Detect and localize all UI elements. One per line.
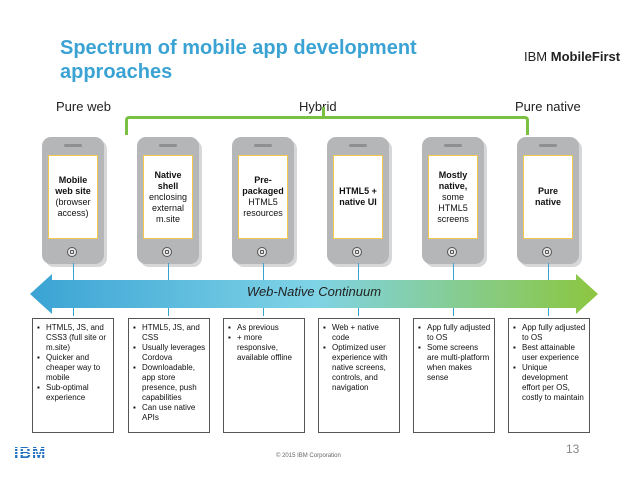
list-item: + more responsive, available offline [228,333,301,363]
phone-text: Mobile [58,175,88,185]
phone-native-shell: Native shell enclosing external m.site [137,137,199,264]
phone-text: Mostly [438,169,468,180]
hybrid-label: Hybrid [299,99,337,114]
phone-screen: HTML5 + native UI [333,155,383,239]
list-item: Usually leverages Cordova [133,343,206,363]
web-native-continuum-arrow [30,274,598,314]
list-item: Downloadable, app store presence, push c… [133,363,206,403]
list-item: HTML5, JS, and CSS [133,323,206,343]
desc-box-html5-native-ui: Web + native code Optimized user experie… [318,318,400,433]
phone-text: Pre- [254,175,272,185]
phone-text: (browser [55,197,91,207]
home-button-icon [352,247,362,257]
list-item: Some screens are multi-platform when mak… [418,343,491,383]
list-item: Unique development effort per OS, costly… [513,363,586,403]
phone-text: web site [55,186,91,196]
phone-text: HTML5 + [339,186,377,196]
brand-right: MobileFirst [550,49,621,64]
list-item: Can use native APIs [133,403,206,423]
home-button-icon [67,247,77,257]
hybrid-bracket-tip [322,107,325,119]
phone-text: some [441,191,464,202]
home-button-icon [542,247,552,257]
phone-text: resources [243,208,283,218]
list-item: HTML5, JS, and CSS3 (full site or m.site… [37,323,110,353]
desc-box-prepackaged: As previous + more responsive, available… [223,318,305,433]
copyright-text: © 2015 IBM Corporation [276,453,341,459]
phone-text: HTML5 [438,202,468,213]
pure-web-label: Pure web [56,99,111,114]
brand-left: IBM [524,49,548,64]
desc-box-native-shell: HTML5, JS, and CSS Usually leverages Cor… [128,318,210,433]
phone-html5-native-ui: HTML5 + native UI [327,137,389,264]
phone-screen: Native shell enclosing external m.site [143,155,193,239]
home-button-icon [257,247,267,257]
phone-text: enclosing [148,191,188,202]
phone-screen: Mostly native, some HTML5 screens [428,155,478,239]
phone-text: Pure [537,186,558,196]
phone-speaker [159,144,177,147]
continuum-label: Web-Native Continuum [246,284,382,299]
slide-title: Spectrum of mobile app development appro… [60,37,417,83]
phone-speaker [539,144,557,147]
desc-box-mobile-web: HTML5, JS, and CSS3 (full site or m.site… [32,318,114,433]
desc-box-mostly-native: App fully adjusted to OS Some screens ar… [413,318,495,433]
phone-speaker [444,144,462,147]
hybrid-bracket [125,116,529,135]
phone-text: native [534,197,561,207]
phone-text: packaged [242,186,284,196]
list-item: Quicker and cheaper way to mobile [37,353,110,383]
phone-text: external [151,202,185,213]
list-item: App fully adjusted to OS [418,323,491,343]
phone-text: Native [154,169,182,180]
home-button-icon [162,247,172,257]
list-item: Web + native code [323,323,396,343]
phone-prepackaged: Pre- packaged HTML5 resources [232,137,294,264]
svg-text:IBM: IBM [14,445,46,460]
phone-text: m.site [155,213,180,224]
phone-screen: Mobile web site (browser access) [48,155,98,239]
home-button-icon [447,247,457,257]
list-item: App fully adjusted to OS [513,323,586,343]
phone-pure-native: Pure native [517,137,579,264]
desc-box-pure-native: App fully adjusted to OS Best attainable… [508,318,590,433]
phone-text: native, [438,180,468,191]
phone-text: screens [437,213,469,224]
phone-screen: Pure native [523,155,573,239]
ibm-logo-icon: IBM [14,445,54,460]
phone-speaker [254,144,272,147]
phone-text: shell [157,180,179,191]
phone-mobile-web: Mobile web site (browser access) [42,137,104,264]
phone-speaker [349,144,367,147]
list-item: As previous [228,323,301,333]
page-number: 13 [566,442,580,456]
phone-speaker [64,144,82,147]
list-item: Best attainable user experience [513,343,586,363]
phone-screen: Pre- packaged HTML5 resources [238,155,288,239]
list-item: Sub-optimal experience [37,383,110,403]
pure-native-label: Pure native [515,99,581,114]
list-item: Optimized user experience with native sc… [323,343,396,393]
phone-text: native UI [339,197,377,207]
phone-text: HTML5 [248,197,278,207]
phone-text: access) [57,208,89,218]
ibm-mobilefirst-logo: IBM MobileFirst [524,49,620,64]
phone-mostly-native: Mostly native, some HTML5 screens [422,137,484,264]
